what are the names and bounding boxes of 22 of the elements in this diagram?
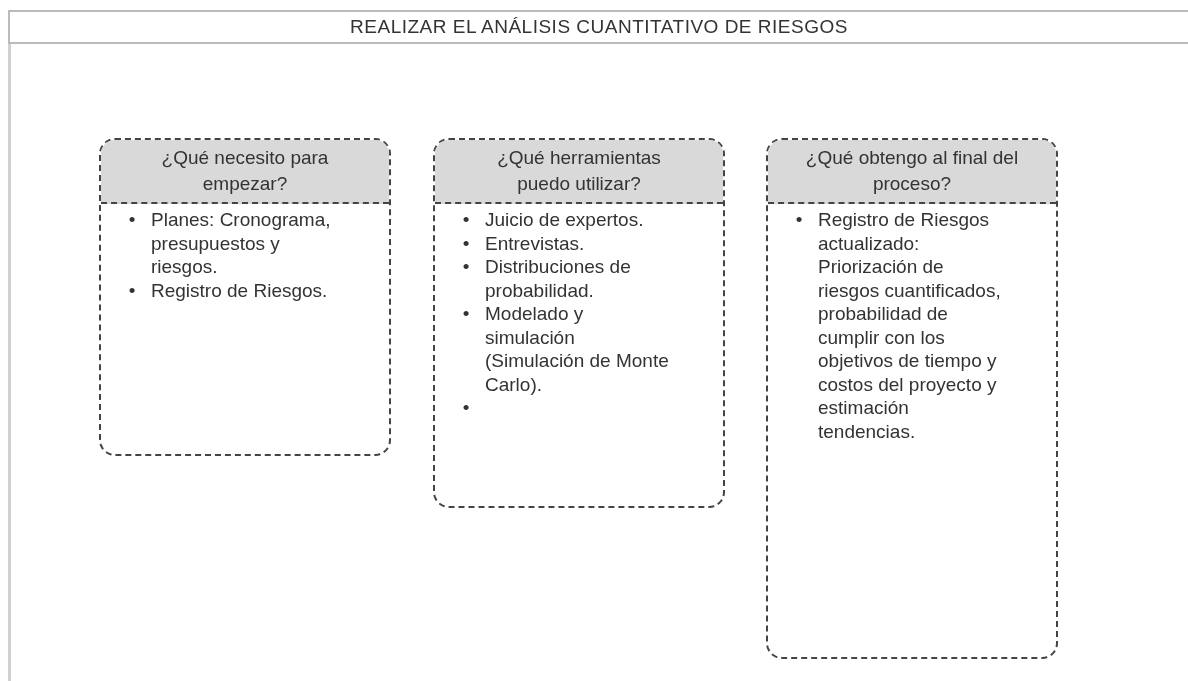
- bullet-text: Entrevistas.: [485, 231, 586, 255]
- bullet-text: Planes: Cronograma, presupuestos y riesgos.: [151, 208, 332, 279]
- bullet-point: •: [461, 255, 471, 279]
- bullet-point: •: [461, 208, 471, 232]
- bullet-text: Distribuciones de probabilidad.: [485, 255, 632, 302]
- bullet-point: •: [794, 208, 804, 232]
- card-header: ¿Qué herramientas puedo utilizar?: [435, 140, 723, 204]
- info-card: [766, 138, 1058, 659]
- bullet-point: •: [461, 302, 471, 326]
- bullet-text: Registro de Riesgos actualizado: Priorización de riesgos cuantificados, probabilidad de cumplir con los objetivos de tiempo y costos del proyecto y estimación tendencias.: [818, 208, 1002, 443]
- bullet-point: •: [461, 396, 471, 420]
- card-header: ¿Qué necesito para empezar?: [101, 140, 389, 204]
- title-banner: REALIZAR EL ANÁLISIS CUANTITATIVO DE RIESGOS: [8, 10, 1188, 44]
- bullet-point: •: [127, 278, 137, 302]
- bullet-point: •: [127, 208, 137, 232]
- bullet-point: •: [461, 231, 471, 255]
- info-card: [433, 138, 725, 508]
- card-header: ¿Qué obtengo al final del proceso?: [768, 140, 1056, 204]
- bullet-text: Registro de Riesgos.: [151, 278, 329, 302]
- info-card: [99, 138, 391, 456]
- bullet-text: Modelado y simulación (Simulación de Monte Carlo).: [485, 302, 670, 396]
- bullet-text: Juicio de expertos.: [485, 208, 645, 232]
